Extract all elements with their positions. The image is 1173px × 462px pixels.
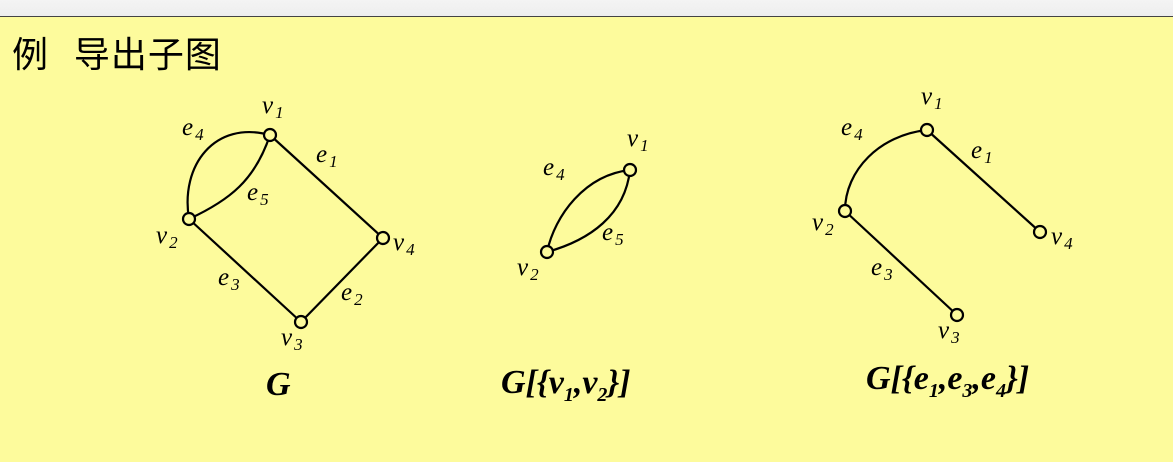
vertex-v3 bbox=[949, 307, 965, 323]
caption-g-edge-induced: G[{e1,e3,e4}] bbox=[866, 360, 1030, 402]
slide-title: 例 导出子图 bbox=[12, 35, 222, 76]
edge-e4 bbox=[186, 131, 271, 220]
vertex-v4 bbox=[375, 230, 391, 246]
vertex-v1 bbox=[919, 122, 935, 138]
vertex-v2 bbox=[181, 211, 197, 227]
edge-e3 bbox=[188, 218, 302, 323]
edge-e4 bbox=[545, 168, 631, 253]
vertex-v2 bbox=[539, 244, 555, 260]
edge-e5 bbox=[188, 134, 272, 220]
edge-e1 bbox=[269, 134, 384, 239]
edge-e3 bbox=[844, 210, 958, 316]
top-strip bbox=[0, 0, 1173, 17]
edge-e5 bbox=[546, 169, 632, 254]
caption-g: G bbox=[266, 366, 291, 403]
edge-e1 bbox=[926, 129, 1041, 233]
vertex-v1 bbox=[622, 162, 638, 178]
edge-e2 bbox=[300, 237, 384, 323]
vertex-v4 bbox=[1032, 224, 1048, 240]
edge-e4 bbox=[843, 128, 928, 212]
caption-g-vertex-induced: G[{v1,v2}] bbox=[501, 364, 631, 406]
vertex-v1 bbox=[262, 127, 278, 143]
vertex-v2 bbox=[837, 203, 853, 219]
vertex-v3 bbox=[293, 314, 309, 330]
